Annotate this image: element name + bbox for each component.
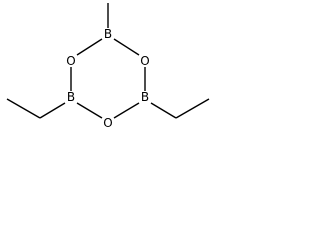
molecular-structure-diagram: B O O B B O — [6, 3, 210, 130]
bond-top-boron-to-left-oxygen — [76, 38, 103, 56]
bond-left-boron-to-ethyl-ch2 — [39, 102, 66, 119]
bond-left-ethyl-ch2-to-ch3 — [6, 98, 41, 119]
bond-right-boron-to-ethyl-ch2 — [150, 102, 177, 119]
bond-top-boron-to-right-oxygen — [113, 38, 140, 56]
bond-left-boron-to-bottom-oxygen — [76, 102, 103, 119]
atom-boron-top: B — [104, 27, 112, 41]
atom-boron-left: B — [67, 90, 75, 104]
atom-oxygen-bottom: O — [103, 116, 112, 130]
atom-oxygen-left: O — [66, 54, 75, 68]
bond-right-ethyl-ch2-to-ch3 — [175, 98, 210, 119]
atom-boron-right: B — [141, 90, 149, 104]
bond-right-boron-to-bottom-oxygen — [113, 102, 140, 119]
atom-oxygen-right: O — [140, 54, 149, 68]
